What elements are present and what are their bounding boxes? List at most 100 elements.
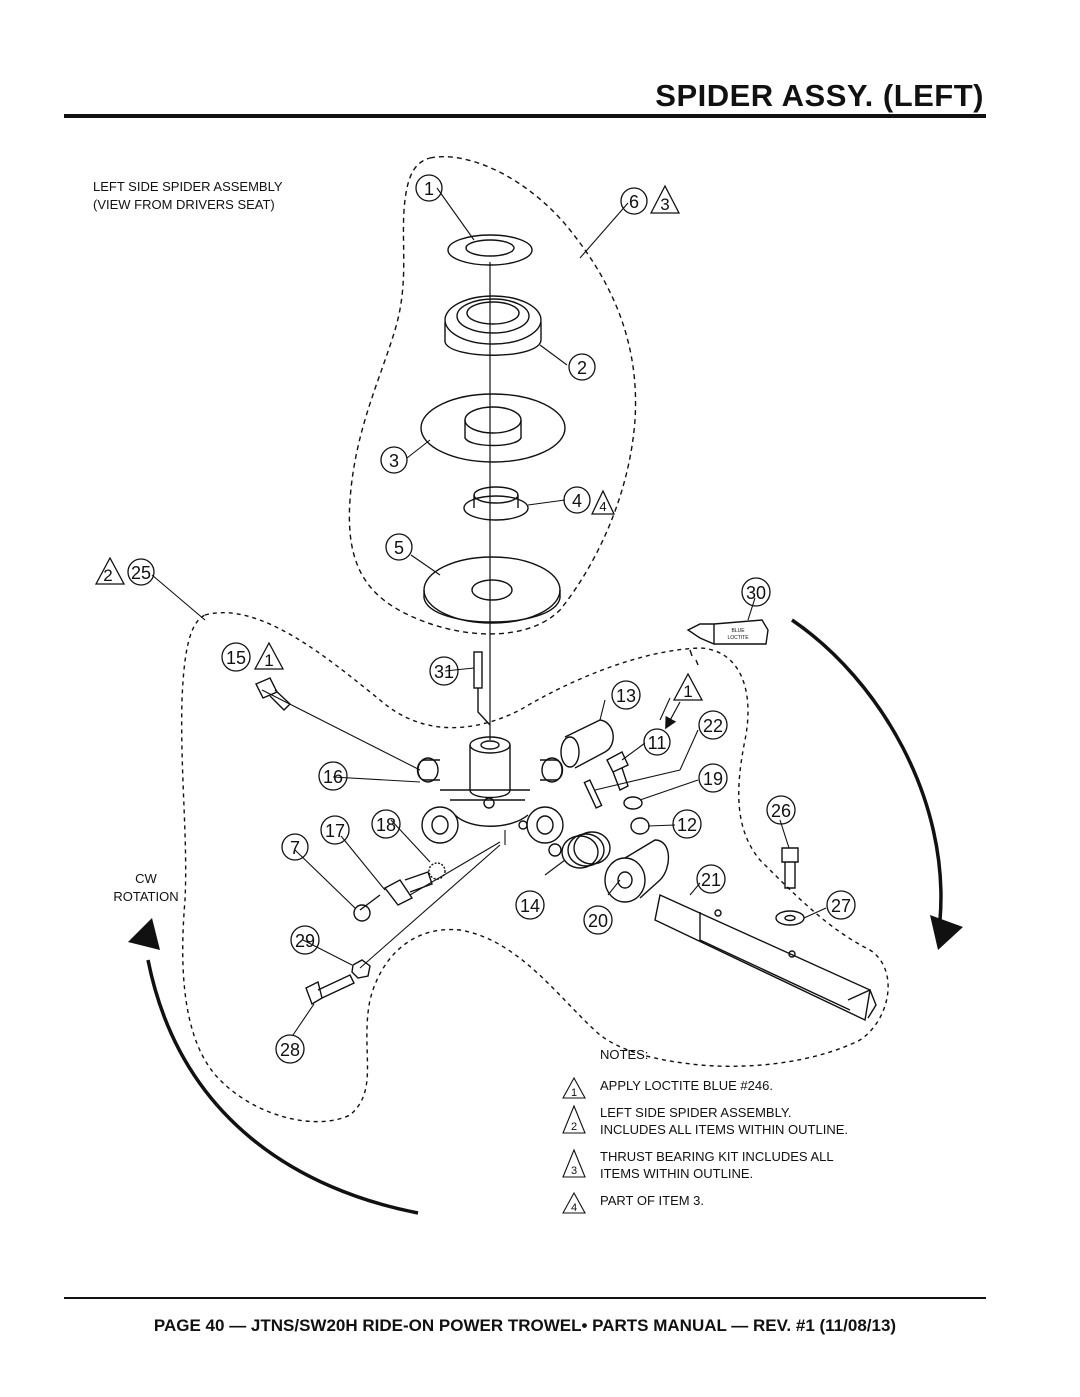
part-21-arm <box>654 893 877 1022</box>
note-number: 4 <box>571 1202 577 1214</box>
note-item: 4 PART OF ITEM 3. <box>560 1192 960 1214</box>
part-7-cap <box>353 904 371 922</box>
part-14-spring <box>548 831 611 869</box>
flag-label-13: 1 <box>683 682 692 701</box>
rotation-line-2: ROTATION <box>113 889 179 904</box>
callout-label-20: 20 <box>588 911 608 931</box>
callout-label-17: 17 <box>325 821 345 841</box>
callout-27 <box>826 890 856 920</box>
callout-25 <box>127 558 155 586</box>
callout-label-19: 19 <box>703 769 723 789</box>
callout-label-5: 5 <box>394 538 404 558</box>
note-item: 2 LEFT SIDE SPIDER ASSEMBLY. INCLUDES AL… <box>560 1104 960 1138</box>
part-5-washer <box>423 556 561 624</box>
callout-label-22: 22 <box>703 716 723 736</box>
part-11-bolt <box>606 751 629 791</box>
callout-20 <box>583 905 613 935</box>
callout-label-4: 4 <box>572 491 582 511</box>
flag-triangle-25 <box>94 556 126 585</box>
callout-label-30: 30 <box>746 583 766 603</box>
note-item: 1 APPLY LOCTITE BLUE #246. <box>560 1077 960 1099</box>
flag-label-4: 4 <box>599 499 606 514</box>
callout-label-12: 12 <box>677 815 697 835</box>
flag-triangle-15 <box>253 641 285 670</box>
part-22-pin <box>583 779 603 809</box>
note-line-2: INCLUDES ALL ITEMS WITHIN OUTLINE. <box>600 1122 849 1137</box>
callout-7 <box>281 833 309 861</box>
callout-label-11: 11 <box>648 733 667 753</box>
note-flags <box>94 184 704 701</box>
callout-19 <box>698 763 728 793</box>
part-2-bearing <box>444 295 542 345</box>
callout-4 <box>563 486 591 514</box>
callout-label-29: 29 <box>295 931 315 951</box>
header-rule <box>64 114 986 118</box>
note-line-1: APPLY LOCTITE BLUE #246. <box>600 1078 773 1093</box>
note-triangle-icon: 4 <box>562 1192 586 1214</box>
callout-21 <box>696 864 726 894</box>
rotation-line-1: CW <box>135 871 157 886</box>
callouts <box>127 174 856 1064</box>
page-title: SPIDER ASSY. (LEFT) <box>655 78 984 113</box>
footer-rule <box>64 1297 986 1299</box>
callout-31 <box>429 656 459 686</box>
page-footer: PAGE 40 — JTNS/SW20H RIDE-ON POWER TROWE… <box>153 1316 897 1335</box>
callout-label-25: 25 <box>131 563 151 583</box>
loctite-label-line-2: LOCTITE <box>727 635 749 641</box>
callout-label-31: 31 <box>434 662 454 682</box>
caption-line-2: (VIEW FROM DRIVERS SEAT) <box>93 197 275 212</box>
part-1-washer <box>447 234 533 266</box>
note-triangle-icon: 1 <box>562 1077 586 1099</box>
flag-triangle-13 <box>672 672 704 701</box>
notes-header: NOTES: <box>600 1047 649 1062</box>
callout-22 <box>698 710 728 740</box>
leader-lines <box>151 187 827 1036</box>
callout-30 <box>741 577 771 607</box>
callout-29 <box>290 925 320 955</box>
rotation-arrow-left <box>146 959 419 1215</box>
part-19-nut <box>623 796 643 810</box>
note-number: 1 <box>571 1087 577 1099</box>
flag-triangle-4 <box>590 489 616 515</box>
callout-6 <box>620 187 648 215</box>
callout-label-18: 18 <box>376 815 396 835</box>
part-29-nut <box>351 959 371 979</box>
note-triangle-icon: 2 <box>562 1104 586 1134</box>
note-number: 2 <box>571 1121 577 1133</box>
callout-label-28: 28 <box>280 1040 300 1060</box>
part-4-bushing <box>463 495 529 521</box>
note-triangle-icon: 3 <box>562 1148 586 1178</box>
flag-label-15: 1 <box>264 651 273 670</box>
thrust-bearing-outline <box>348 156 637 635</box>
part-15-bolt <box>255 677 292 711</box>
notes-panel: NOTES: 1 APPLY LOCTITE BLUE #246. 2 LEFT… <box>560 1046 960 1219</box>
callout-2 <box>568 353 596 381</box>
part-28-bolt <box>305 974 355 1006</box>
callout-12 <box>672 809 702 839</box>
spider-hub <box>416 736 564 844</box>
part-12-washer <box>630 817 650 835</box>
callout-label-13: 13 <box>616 686 636 706</box>
callout-14 <box>515 890 545 920</box>
callout-15 <box>221 642 251 672</box>
callout-label-14: 14 <box>520 896 540 916</box>
caption-line-1: LEFT SIDE SPIDER ASSEMBLY <box>93 179 283 194</box>
callout-18 <box>371 809 401 839</box>
note-line-2: ITEMS WITHIN OUTLINE. <box>600 1166 754 1181</box>
diagram-caption: LEFT SIDE SPIDER ASSEMBLY (VIEW FROM DRI… <box>93 178 283 214</box>
callout-label-16: 16 <box>323 767 343 787</box>
callout-3 <box>380 446 408 474</box>
note-item: 3 THRUST BEARING KIT INCLUDES ALL ITEMS … <box>560 1148 960 1182</box>
callout-label-7: 7 <box>290 838 300 858</box>
part-30-loctite-tube <box>686 619 769 666</box>
callout-28 <box>275 1034 305 1064</box>
callout-label-21: 21 <box>701 870 721 890</box>
callout-26 <box>766 795 796 825</box>
callout-label-6: 6 <box>629 192 639 212</box>
part-20-collar <box>604 839 670 903</box>
part-18-washer <box>428 862 446 880</box>
part-17-bolt <box>359 871 433 911</box>
loctite-label-line-1: BLUE <box>731 628 745 634</box>
note-line-1: LEFT SIDE SPIDER ASSEMBLY. <box>600 1105 792 1120</box>
